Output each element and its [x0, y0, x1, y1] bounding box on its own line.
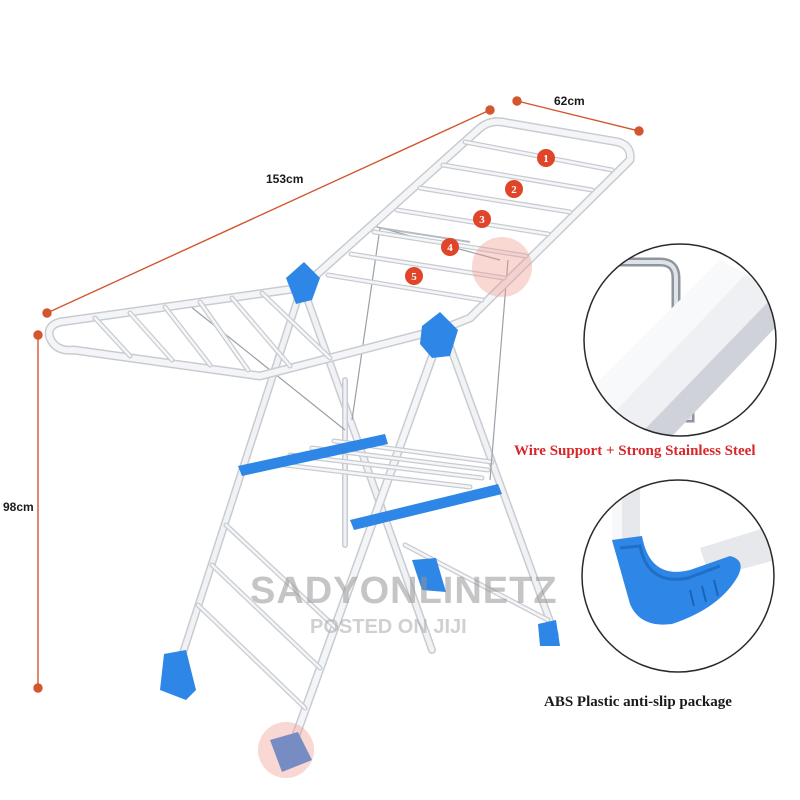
right-hinge-joint: [420, 312, 458, 358]
rail-marker-5: [405, 267, 423, 285]
width-dimension-line: [516, 100, 640, 132]
rail-number-2: 2: [511, 184, 517, 196]
highlight-foot: [258, 722, 314, 778]
length-dimension-label: 153cm: [266, 172, 304, 186]
highlight-wire-support: [472, 237, 532, 297]
dimension-lines: [33, 96, 644, 693]
blue-shelf-bar-right: [350, 484, 502, 530]
abs-plastic-caption: ABS Plastic anti-slip package: [544, 694, 732, 710]
callout-wire-support: [583, 243, 777, 437]
rail-marker-2: [505, 180, 523, 198]
rail-number-5: 5: [411, 271, 417, 283]
length-dimension-line: [46, 109, 491, 314]
rail-marker-4: [441, 238, 459, 256]
width-dimension-label: 62cm: [554, 94, 585, 108]
middle-shelf: [238, 434, 502, 530]
watermark-main: SADYONLINETZ: [250, 570, 558, 612]
rail-number-3: 3: [479, 214, 485, 226]
back-foot-left: [412, 558, 446, 592]
blue-shelf-bar-left: [238, 434, 388, 476]
rail-number-1: 1: [543, 153, 549, 165]
back-foot-right: [538, 620, 560, 646]
blue-joints: [160, 262, 560, 772]
rail-marker-3: [473, 210, 491, 228]
left-wing: [44, 283, 440, 381]
right-wing: [301, 117, 635, 335]
height-dimension-label: 98cm: [3, 500, 34, 514]
rail-marker-1: [537, 149, 555, 167]
left-hinge-joint: [286, 262, 320, 304]
rail-number-4: 4: [447, 242, 453, 254]
front-foot: [270, 732, 312, 772]
wire-support-caption: Wire Support + Strong Stainless Steel: [514, 443, 756, 459]
rail-number-markers: 1 2 3 4 5: [405, 149, 555, 285]
watermark-sub: POSTED ON JIJI: [310, 616, 467, 638]
left-foot: [160, 650, 196, 700]
callout-foot: [581, 479, 775, 673]
